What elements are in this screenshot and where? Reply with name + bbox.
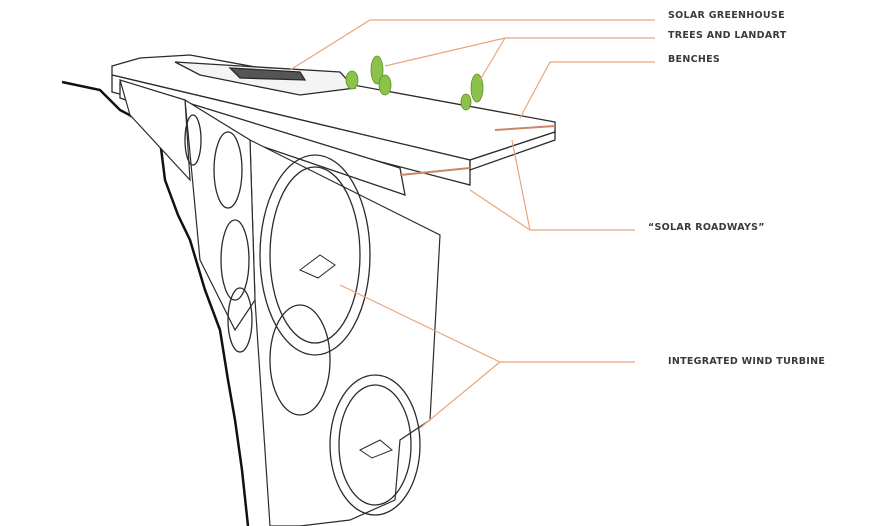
label-trees-and-landart: TREES AND LANDART	[668, 30, 787, 41]
cliff-line	[61, 80, 250, 526]
label-benches: BENCHES	[668, 54, 721, 65]
wind-turbine-blades	[299, 254, 393, 459]
turbine-rings	[184, 114, 421, 516]
leader-lines	[289, 19, 655, 429]
label-solar-roadways: “SOLAR ROADWAYS”	[648, 222, 765, 233]
label-solar-greenhouse: SOLAR GREENHOUSE	[668, 10, 785, 21]
pylons	[119, 79, 441, 526]
roadway-strips	[399, 125, 556, 176]
label-integrated-wind-turbine: INTEGRATED WIND TURBINE	[668, 356, 826, 367]
trees	[345, 55, 484, 111]
